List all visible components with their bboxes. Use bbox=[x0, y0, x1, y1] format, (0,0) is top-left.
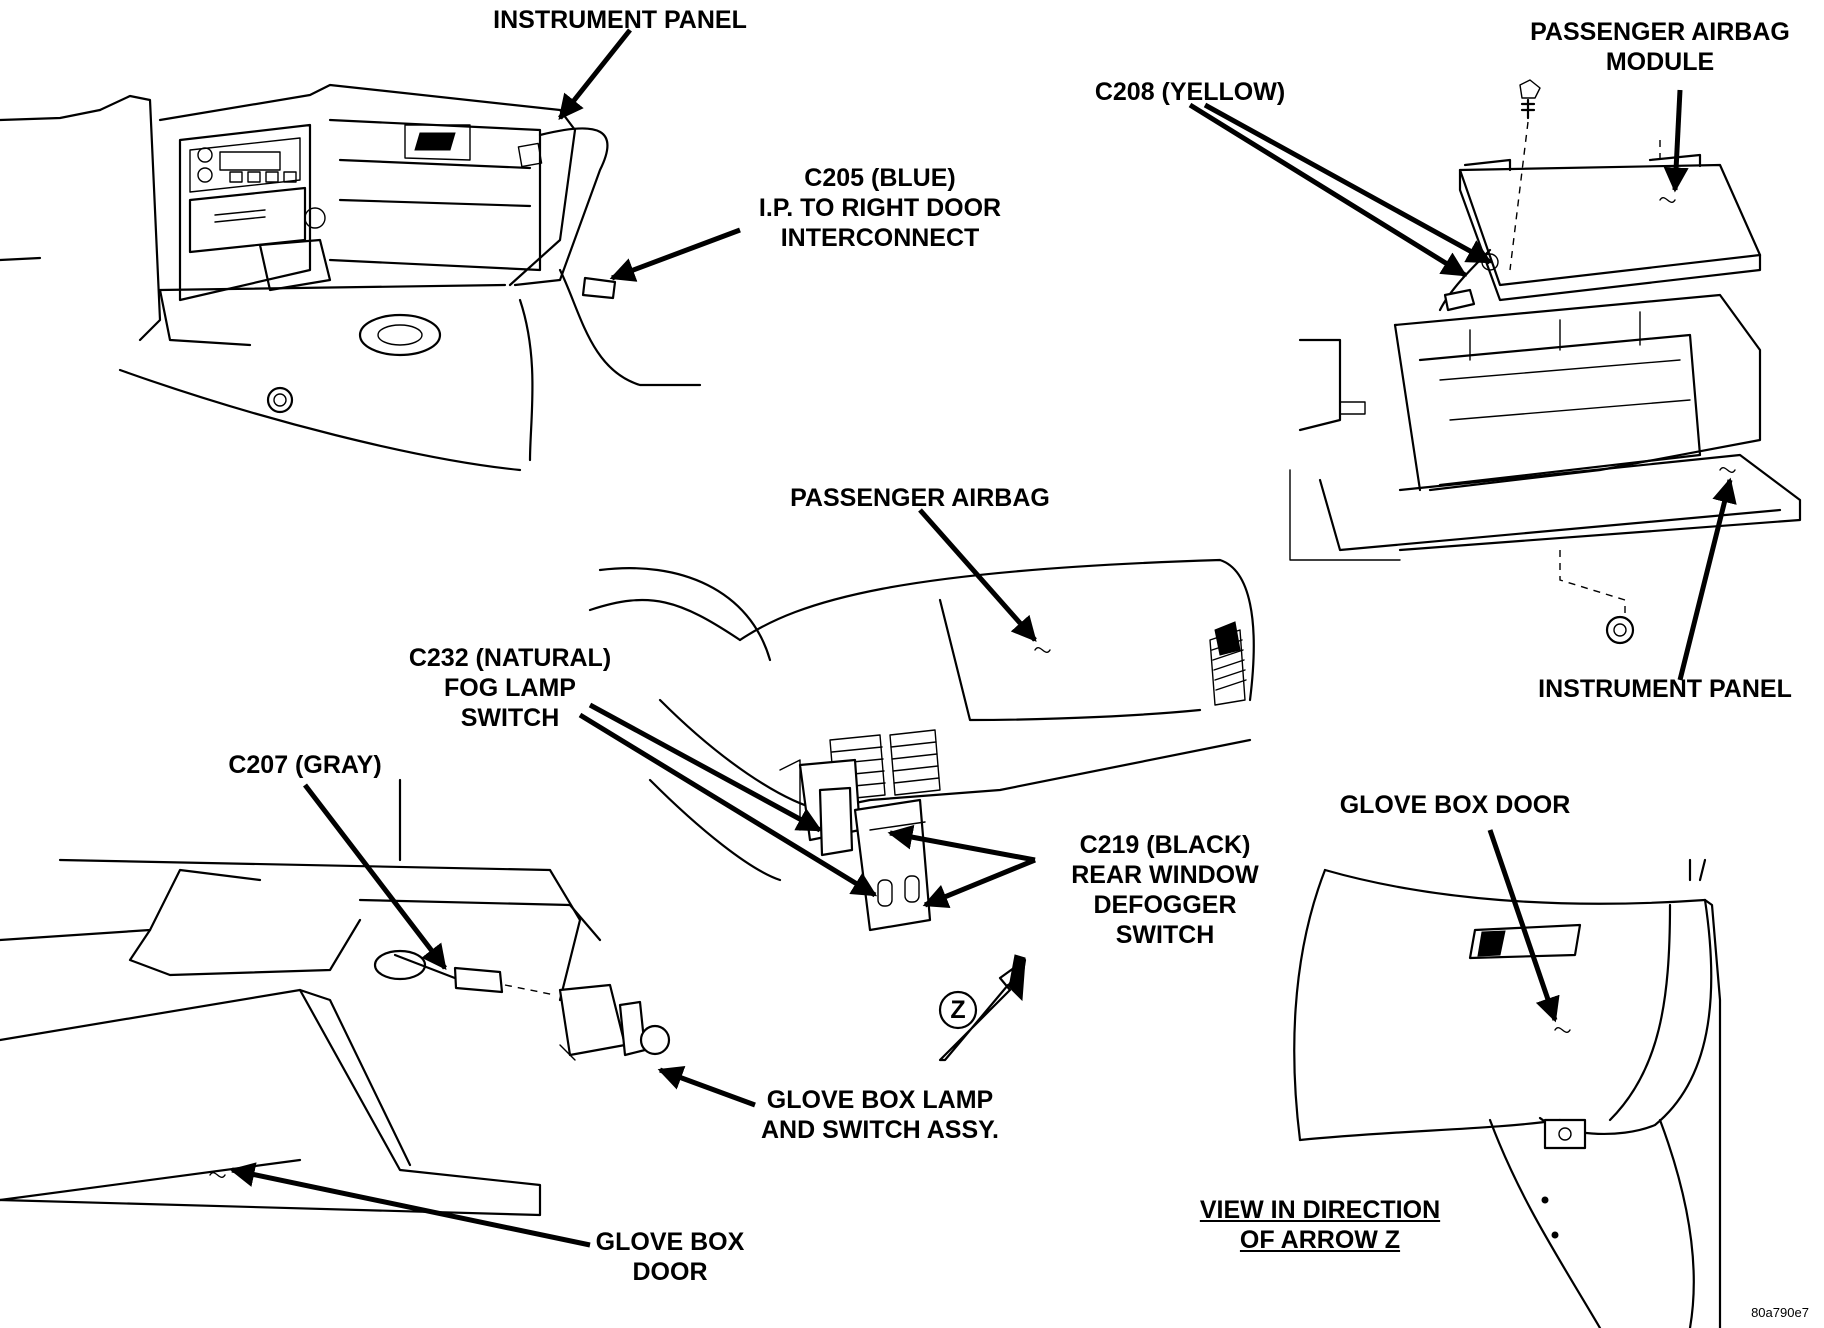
label-line: PASSENGER AIRBAG bbox=[790, 484, 1050, 512]
label-line: INSTRUMENT PANEL bbox=[1538, 675, 1792, 703]
figure-reference-code: 80a790e7 bbox=[1740, 1305, 1820, 1321]
label-line: VIEW IN DIRECTION bbox=[1199, 1196, 1441, 1224]
label-line: SWITCH bbox=[1115, 921, 1215, 949]
label-line: OF ARROW Z bbox=[1239, 1226, 1401, 1254]
label-line: PASSENGER AIRBAG bbox=[1530, 18, 1790, 46]
passenger-airbag-module-view-drawing bbox=[1289, 79, 1802, 645]
c205-connector-label: C205 (BLUE) I.P. TO RIGHT DOOR INTERCONN… bbox=[720, 163, 1040, 253]
glove-box-door-view-drawing bbox=[1293, 858, 1722, 1328]
instrument-panel-label-top: INSTRUMENT PANEL bbox=[470, 5, 770, 35]
instrument-panel-view-drawing bbox=[0, 83, 702, 472]
passenger-airbag-module-label: PASSENGER AIRBAG MODULE bbox=[1505, 17, 1815, 77]
label-line: FOG LAMP bbox=[444, 674, 576, 702]
label-line: GLOVE BOX bbox=[595, 1228, 745, 1256]
label-line: I.P. TO RIGHT DOOR bbox=[758, 194, 1002, 222]
label-line: DEFOGGER bbox=[1093, 891, 1237, 919]
c232-connector-label: C232 (NATURAL) FOG LAMP SWITCH bbox=[385, 643, 635, 733]
label-line: DOOR bbox=[632, 1258, 708, 1286]
label-line: GLOVE BOX DOOR bbox=[1339, 791, 1571, 819]
glove-box-lamp-switch-label: GLOVE BOX LAMP AND SWITCH ASSY. bbox=[745, 1085, 1015, 1145]
label-line: INTERCONNECT bbox=[780, 224, 980, 252]
glove-box-door-label-left: GLOVE BOX DOOR bbox=[580, 1227, 760, 1287]
label-line: GLOVE BOX LAMP bbox=[766, 1086, 994, 1114]
label-line: INSTRUMENT PANEL bbox=[493, 6, 747, 34]
view-direction-caption: VIEW IN DIRECTION OF ARROW Z bbox=[1170, 1195, 1470, 1255]
label-line: MODULE bbox=[1605, 48, 1715, 76]
label-line: C205 (BLUE) bbox=[804, 164, 956, 192]
arrow-z-letter: Z bbox=[942, 995, 974, 1025]
c219-connector-label: C219 (BLACK) REAR WINDOW DEFOGGER SWITCH bbox=[1045, 830, 1285, 950]
label-line: C207 (GRAY) bbox=[228, 751, 382, 779]
label-line: 80a790e7 bbox=[1751, 1305, 1809, 1320]
label-line: Z bbox=[950, 996, 966, 1024]
glove-box-door-label-right: GLOVE BOX DOOR bbox=[1320, 790, 1590, 820]
c207-connector-label: C207 (GRAY) bbox=[190, 750, 420, 780]
leader-arrows bbox=[229, 28, 1737, 1248]
glove-box-view-drawing bbox=[0, 778, 671, 1217]
passenger-airbag-label: PASSENGER AIRBAG bbox=[760, 483, 1080, 513]
c208-connector-label: C208 (YELLOW) bbox=[1065, 77, 1315, 107]
label-line: SWITCH bbox=[460, 704, 560, 732]
label-line: C232 (NATURAL) bbox=[408, 644, 612, 672]
arrow-z-symbol bbox=[938, 954, 1027, 1062]
label-line: REAR WINDOW bbox=[1071, 861, 1259, 889]
instrument-panel-label-right: INSTRUMENT PANEL bbox=[1515, 674, 1815, 704]
label-line: AND SWITCH ASSY. bbox=[761, 1116, 999, 1144]
label-line: C219 (BLACK) bbox=[1079, 831, 1251, 859]
label-line: C208 (YELLOW) bbox=[1094, 78, 1286, 106]
